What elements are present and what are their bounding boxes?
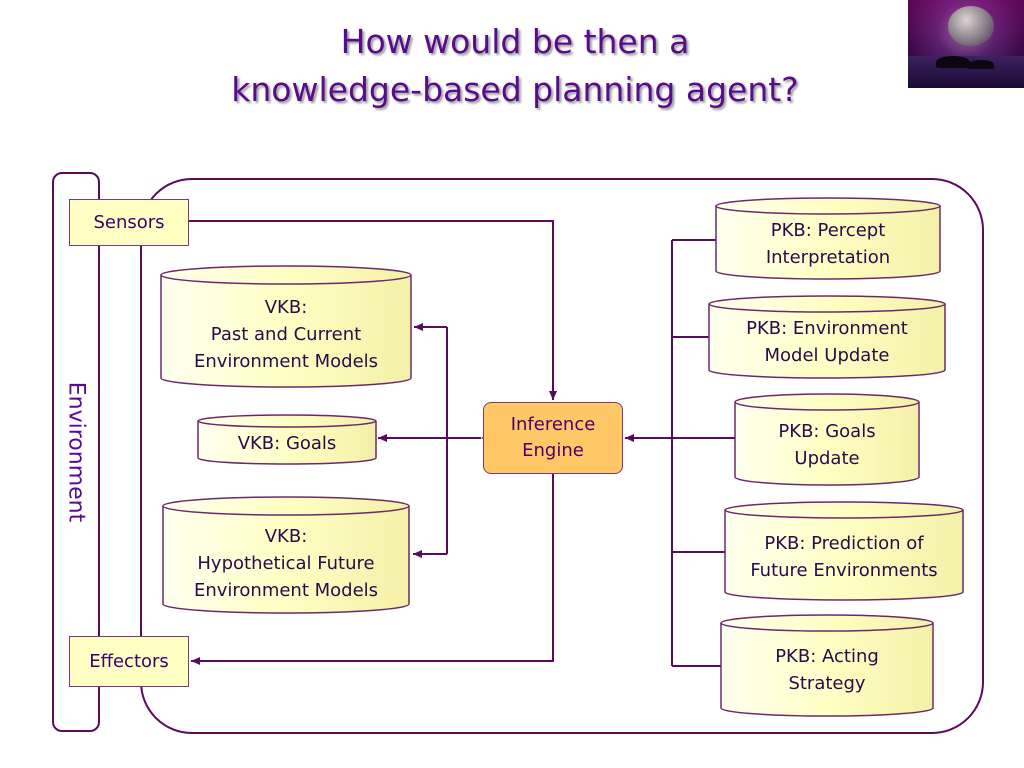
pkb-goals-text: PKB: Goals Update	[735, 414, 919, 476]
pkb-acting-text: PKB: Acting Strategy	[721, 639, 933, 701]
pkb-prediction-line-2: Future Environments	[750, 560, 938, 581]
pkb-percept-cylinder	[715, 206, 941, 280]
pkb-env-update-cylinder	[708, 304, 946, 379]
vkb-hypothetical-line-2: Hypothetical Future	[197, 552, 375, 574]
vkb-past-text: VKB: Past and Current Environment Models	[161, 286, 411, 382]
sensors-box: Sensors	[69, 199, 189, 246]
vkb-hypothetical-line-1: VKB:	[264, 525, 308, 547]
vkb-past-cylinder	[160, 275, 412, 388]
pkb-acting-line-1: PKB: Acting	[775, 646, 879, 667]
pkb-percept-line-1: PKB: Percept	[770, 220, 886, 241]
corner-image	[908, 0, 1024, 88]
engine-to-effectors-connector	[191, 474, 554, 665]
pkb-env-update-text: PKB: Environment Model Update	[709, 312, 945, 372]
pkb-prediction-text: PKB: Prediction of Future Environments	[725, 526, 963, 588]
pkb-goals-line-1: PKB: Goals	[778, 421, 876, 442]
slide-title-line-2: knowledge-based planning agent?	[231, 70, 799, 109]
agent-frame	[140, 178, 984, 734]
pkb-acting-line-2: Strategy	[788, 673, 866, 694]
pkb-goals-line-2: Update	[794, 448, 860, 469]
vkb-past-line-3: Environment Models	[193, 350, 379, 372]
inference-engine-line-2: Engine	[522, 440, 584, 461]
effectors-box: Effectors	[69, 636, 189, 687]
vkb-goals-text: VKB: Goals	[198, 427, 376, 459]
pkb-prediction-line-1: PKB: Prediction of	[764, 533, 924, 554]
pkb-env-update-line-1: PKB: Environment	[746, 318, 908, 339]
effectors-label: Effectors	[89, 651, 169, 672]
vkb-goals-line-1: VKB: Goals	[237, 432, 337, 454]
pkb-env-update-line-2: Model Update	[764, 345, 890, 366]
slide-title: How would be then a knowledge-based plan…	[120, 18, 910, 114]
vkb-hypothetical-line-3: Environment Models	[193, 579, 379, 601]
vkb-goals-cylinder	[197, 421, 377, 465]
sensors-to-engine-connector	[189, 220, 557, 400]
inference-engine-box: Inference Engine	[483, 402, 623, 474]
vkb-past-line-1: VKB:	[264, 296, 308, 318]
vkb-hypothetical-text: VKB: Hypothetical Future Environment Mod…	[163, 516, 409, 610]
vkb-hypothetical-cylinder	[162, 506, 410, 614]
pkb-percept-text: PKB: Percept Interpretation	[716, 214, 940, 274]
sensors-label: Sensors	[93, 212, 165, 233]
pkb-percept-line-2: Interpretation	[765, 247, 891, 268]
pkb-acting-cylinder	[720, 623, 934, 717]
pkb-goals-cylinder	[734, 402, 920, 486]
vkb-past-line-2: Past and Current	[210, 323, 362, 345]
pkb-prediction-cylinder	[724, 510, 964, 601]
slide-title-line-1: How would be then a	[340, 22, 690, 61]
inference-engine-line-1: Inference	[510, 414, 596, 435]
